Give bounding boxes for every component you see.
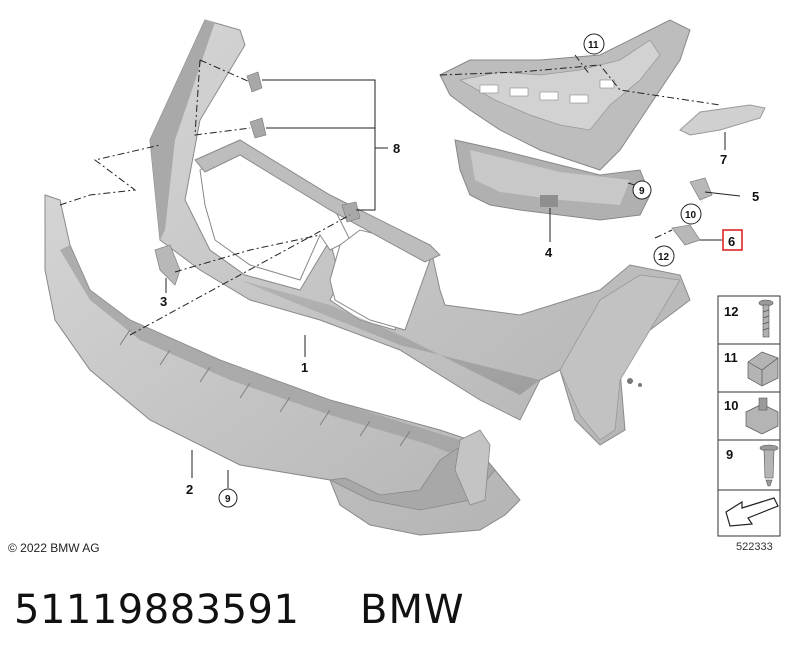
callout-9-circle-b [218, 488, 238, 508]
bumper-trim-panel [149, 19, 691, 446]
direction-arrow-icon [725, 497, 779, 527]
mounting-clips-part-8 [246, 71, 361, 223]
brand-name: BMW [360, 587, 465, 633]
callout-3: 3 [160, 294, 167, 309]
callout-5: 5 [752, 189, 759, 204]
callout-6: 6 [728, 234, 735, 249]
clip-nut-icon [747, 351, 779, 387]
callout-9b: 9 [225, 494, 231, 505]
bracket-part-5 [689, 177, 713, 201]
trim-strip [679, 104, 766, 136]
bumper-carrier-bracket [439, 19, 691, 171]
part-number: 51119883591 [14, 587, 300, 633]
callout-10-circle [680, 203, 702, 225]
spring-nut-icon [745, 397, 779, 435]
callout-4: 4 [545, 245, 553, 260]
callout-8: 8 [393, 141, 400, 156]
copyright-notice: © 2022 BMW AG [8, 541, 100, 555]
drawing-number: 522333 [736, 541, 773, 553]
legend-number-10: 10 [724, 398, 739, 413]
callout-2: 2 [186, 482, 193, 497]
callout-9a: 9 [639, 186, 645, 197]
callout-10: 10 [685, 210, 697, 221]
legend-number-9: 9 [726, 447, 734, 462]
callout-7: 7 [720, 152, 727, 167]
lower-bumper-trim [44, 194, 521, 536]
screw-icon [758, 299, 774, 338]
callout-1: 1 [301, 360, 308, 375]
clip-part-3 [154, 244, 181, 286]
callout-12: 12 [658, 252, 670, 263]
callout-9-circle-a [632, 180, 652, 200]
callouts: 1 2 3 4 5 6 7 8 9 9 10 11 12 [160, 33, 759, 508]
fastener-legend [717, 295, 781, 537]
legend-number-11: 11 [724, 350, 738, 365]
callout-11-circle [583, 33, 605, 55]
lower-bracket [454, 139, 651, 221]
bracket-part-6 [671, 224, 701, 246]
callout-12-circle [653, 245, 675, 267]
legend-number-12: 12 [724, 304, 739, 319]
expanding-rivet-icon [759, 444, 779, 487]
callout-6-highlight-box [722, 229, 743, 251]
callout-11: 11 [588, 40, 599, 51]
